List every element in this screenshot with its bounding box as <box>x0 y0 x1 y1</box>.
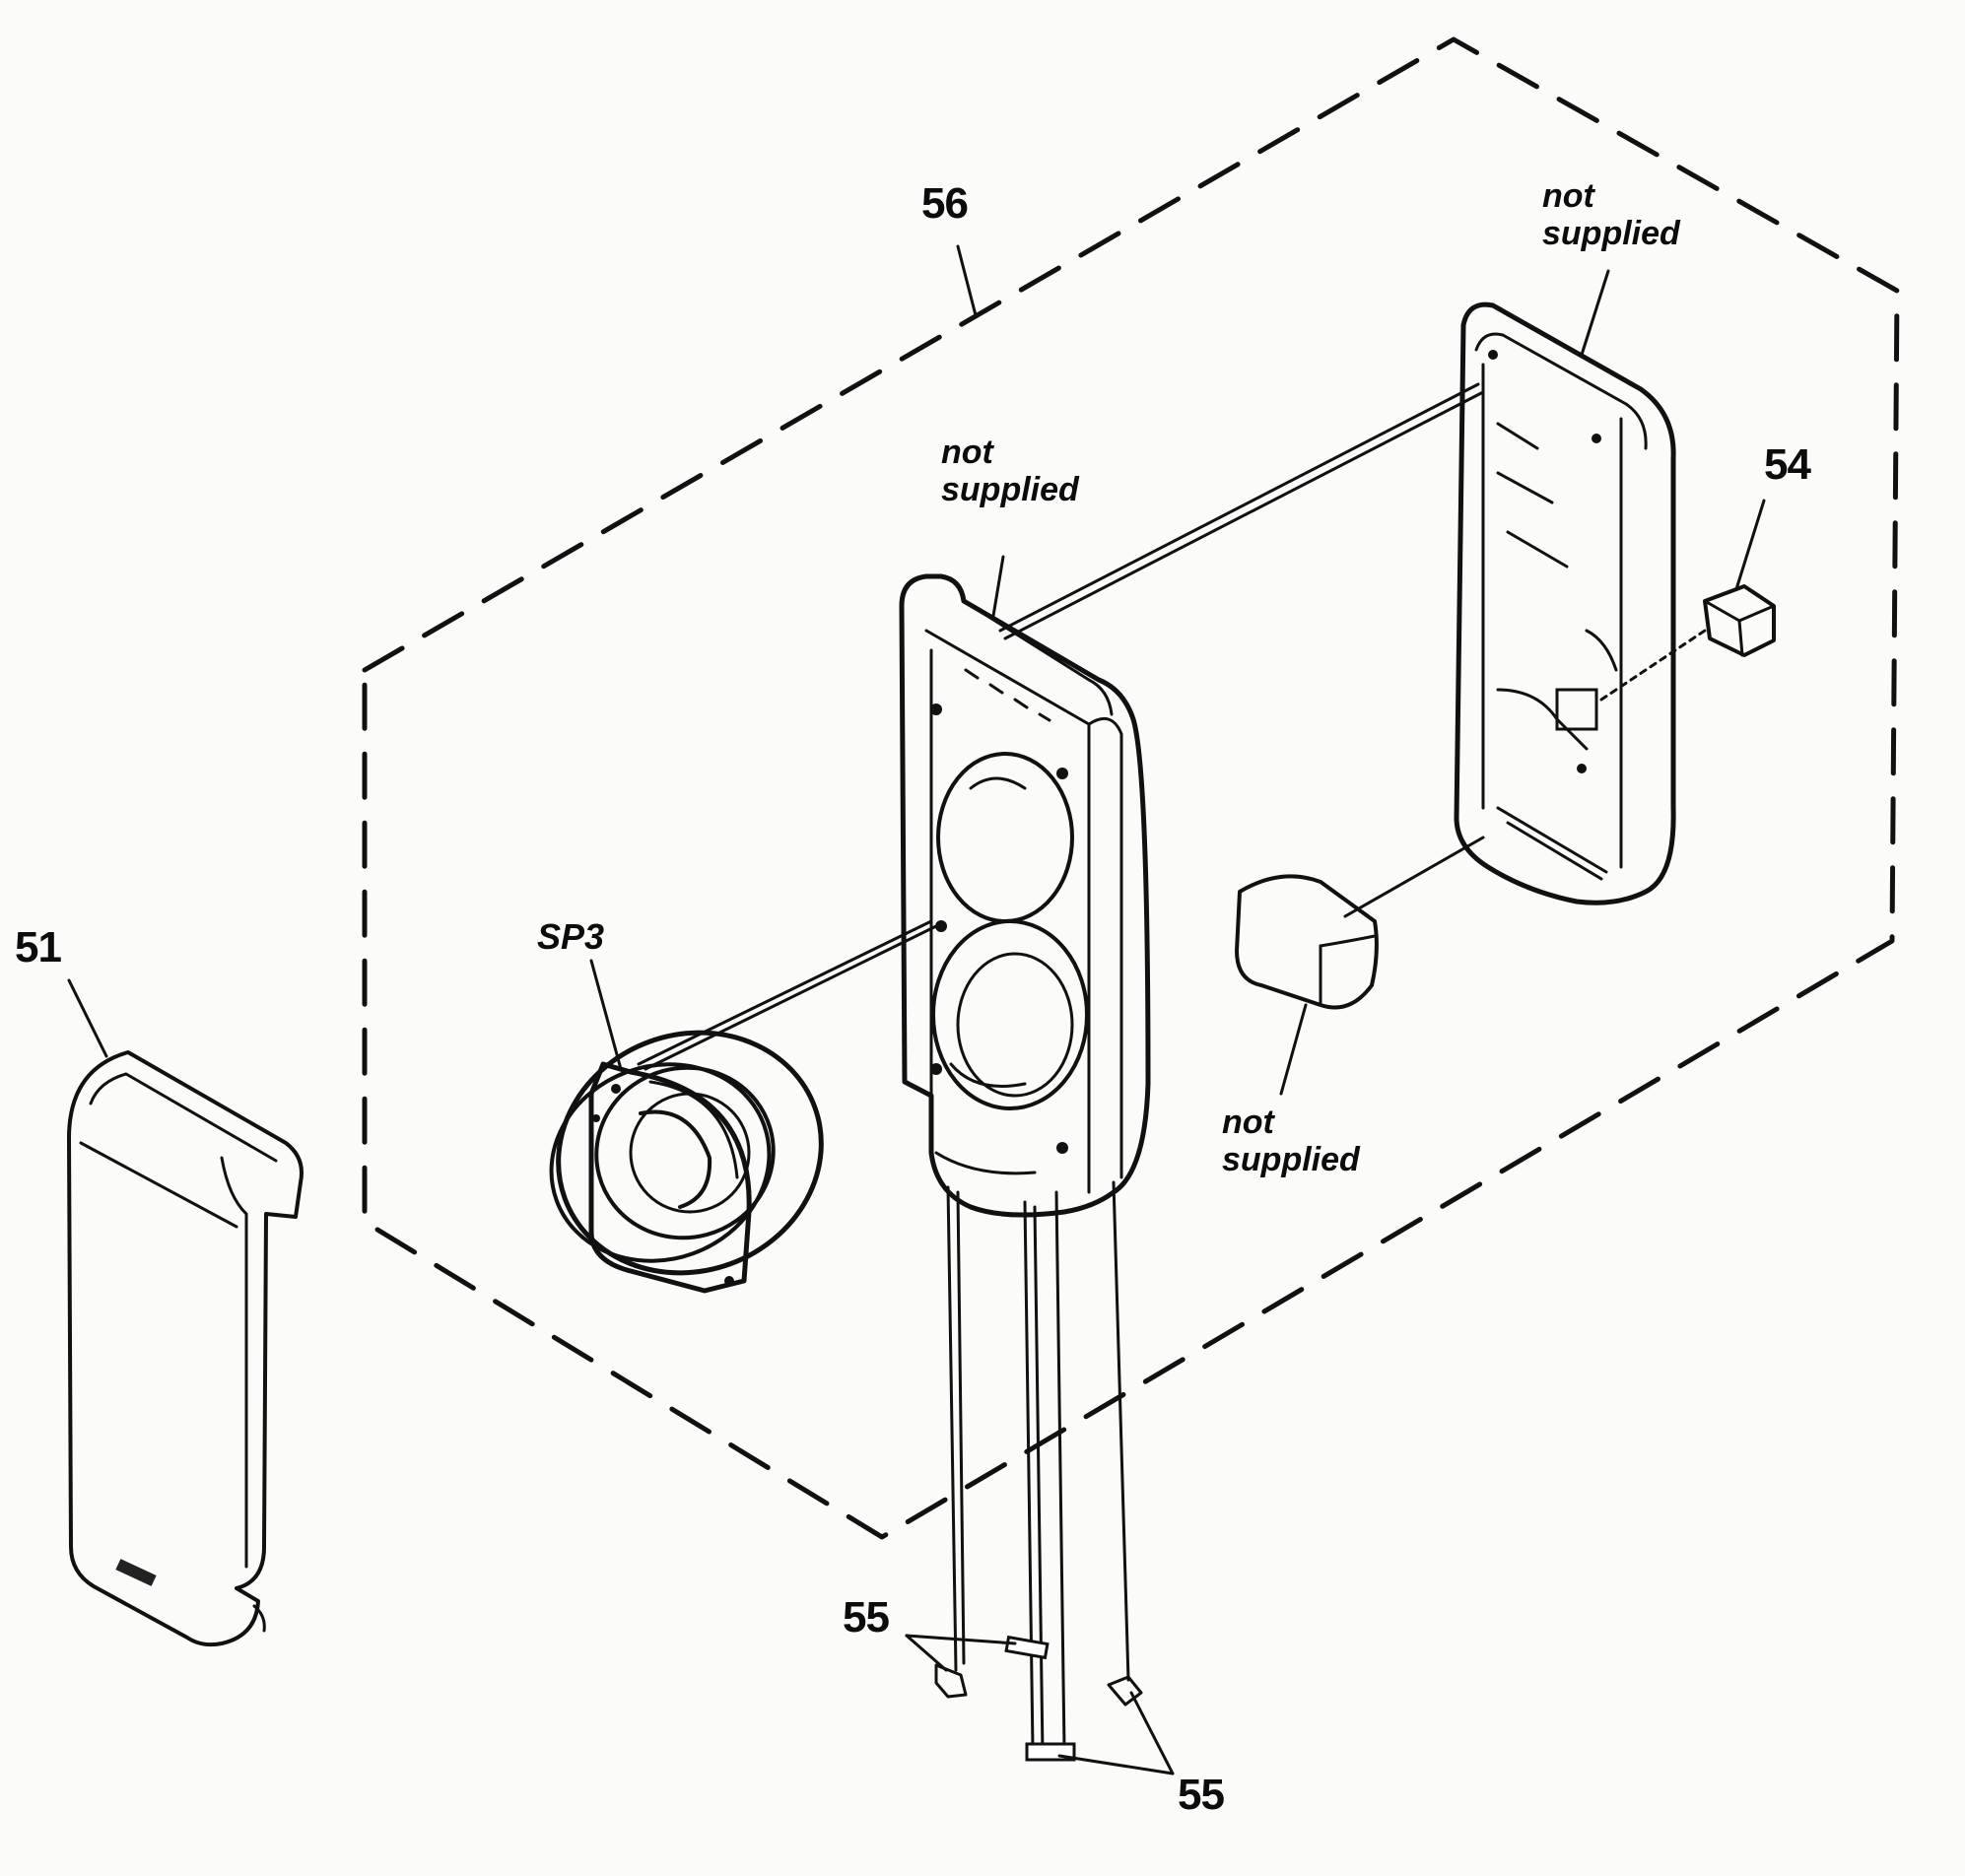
not-supplied-line-2: supplied <box>941 471 1079 508</box>
label-part-51: 51 <box>15 923 62 972</box>
leader-51 <box>67 978 108 1058</box>
label-part-56: 56 <box>921 179 969 228</box>
not-supplied-line-1: not <box>1542 177 1594 215</box>
not-supplied-line-2: supplied <box>1222 1141 1360 1178</box>
front-grille-part <box>67 1050 304 1647</box>
label-not-supplied-back-cabinet: not supplied <box>1542 177 1680 252</box>
not-supplied-line-1: not <box>941 434 993 471</box>
label-not-supplied-front-baffle: not supplied <box>941 434 1079 508</box>
label-not-supplied-foam: not supplied <box>1222 1104 1360 1178</box>
leader-not-supplied-baffle <box>991 555 1005 618</box>
leaders-55 <box>905 1634 1175 1776</box>
terminal-part-54 <box>1599 584 1776 702</box>
label-part-55-upper: 55 <box>843 1593 890 1642</box>
leader-not-supplied-back <box>1580 269 1610 357</box>
label-sp3: SP3 <box>537 916 605 957</box>
leader-sp3 <box>589 959 623 1071</box>
feet-part-55 <box>934 1635 1143 1762</box>
not-supplied-line-1: not <box>1222 1104 1274 1141</box>
assembly-boundary-dashed <box>362 36 1900 1540</box>
leader-56 <box>956 244 978 317</box>
label-part-55-lower: 55 <box>1178 1771 1225 1819</box>
leader-54 <box>1734 499 1766 591</box>
front-baffle-part <box>899 573 1151 1218</box>
foam-block-part <box>1235 836 1485 1010</box>
stand-wires <box>946 1180 1130 1756</box>
back-cabinet-part <box>1454 302 1676 905</box>
not-supplied-line-2: supplied <box>1542 215 1680 252</box>
leader-not-supplied-foam <box>1279 1003 1308 1096</box>
label-part-54: 54 <box>1764 440 1811 489</box>
speaker-driver-sp3-part <box>549 1030 824 1294</box>
